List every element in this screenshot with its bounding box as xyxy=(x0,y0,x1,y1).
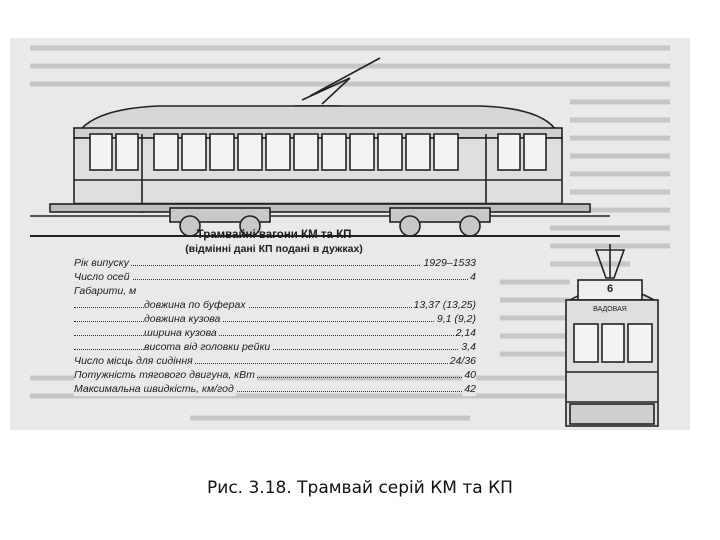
tram-side-view xyxy=(30,57,620,237)
spec-label: довжина кузова xyxy=(144,312,223,326)
leader-dots xyxy=(74,279,474,280)
spec-value: 40 xyxy=(462,368,476,382)
spec-label: довжина по буферах xyxy=(144,298,248,312)
spec-label: висота від головки рейки xyxy=(144,340,273,354)
spec-row: Потужність тягового двигуна, кВт 40 xyxy=(74,368,514,382)
spec-row: висота від головки рейки 3,4 xyxy=(74,340,514,354)
leader-dots xyxy=(74,349,474,350)
tram-route-number: 6 xyxy=(607,283,613,295)
tram-front-view xyxy=(565,244,659,427)
spec-row: Число осей 4 xyxy=(74,270,514,284)
leader-dots xyxy=(74,335,474,336)
spec-value: 24/36 xyxy=(447,354,476,368)
scanned-figure: 6 ВАДОВАЯ Трамвайні вагони КМ та КП (від… xyxy=(10,38,690,430)
spec-row: Максимальна швидкість, км/год 42 xyxy=(74,382,514,396)
leader-dots xyxy=(74,321,474,322)
table-title: Трамвайні вагони КМ та КП xyxy=(196,229,352,241)
leader-dots xyxy=(74,363,474,364)
spec-value: 13,37 (13,25) xyxy=(411,298,476,312)
leader-dots xyxy=(74,377,474,378)
table-subtitle: (відмінні дані КП подані в дужках) xyxy=(185,243,363,255)
spec-row: Габарити, м xyxy=(74,284,514,298)
spec-label: Габарити, м xyxy=(74,284,139,298)
spec-value: 9,1 (9,2) xyxy=(434,312,476,326)
spec-row: довжина кузова 9,1 (9,2) xyxy=(74,312,514,326)
spec-row: Число місць для сидіння 24/36 xyxy=(74,354,514,368)
spec-row: ширина кузова 2,14 xyxy=(74,326,514,340)
spec-label: Максимальна швидкість, км/год xyxy=(74,382,236,396)
leader-dots xyxy=(74,307,474,308)
spec-value: 42 xyxy=(462,382,476,396)
figure-caption: Рис. 3.18. Трамвай серій КМ та КП xyxy=(207,478,513,498)
spec-row: Рік випуску 1929–1533 xyxy=(74,256,514,270)
leader-dots xyxy=(74,265,474,266)
spec-value: 3,4 xyxy=(459,340,476,354)
tram-route-sign: ВАДОВАЯ xyxy=(593,306,627,313)
spec-row: довжина по буферах 13,37 (13,25) xyxy=(74,298,514,312)
spec-value: 2,14 xyxy=(453,326,476,340)
spec-label: ширина кузова xyxy=(144,326,219,340)
spec-label: Рік випуску xyxy=(74,256,132,270)
spec-label: Число місць для сидіння xyxy=(74,354,195,368)
spec-value: 1929–1533 xyxy=(421,256,476,270)
spec-value: 4 xyxy=(468,270,476,284)
spec-label: Потужність тягового двигуна, кВт xyxy=(74,368,257,382)
spec-label: Число осей xyxy=(74,270,132,284)
leader-dots xyxy=(74,391,474,392)
tram-illustration: 6 ВАДОВАЯ xyxy=(30,45,670,427)
specifications-table: Трамвайні вагони КМ та КП (відмінні дані… xyxy=(74,228,514,396)
